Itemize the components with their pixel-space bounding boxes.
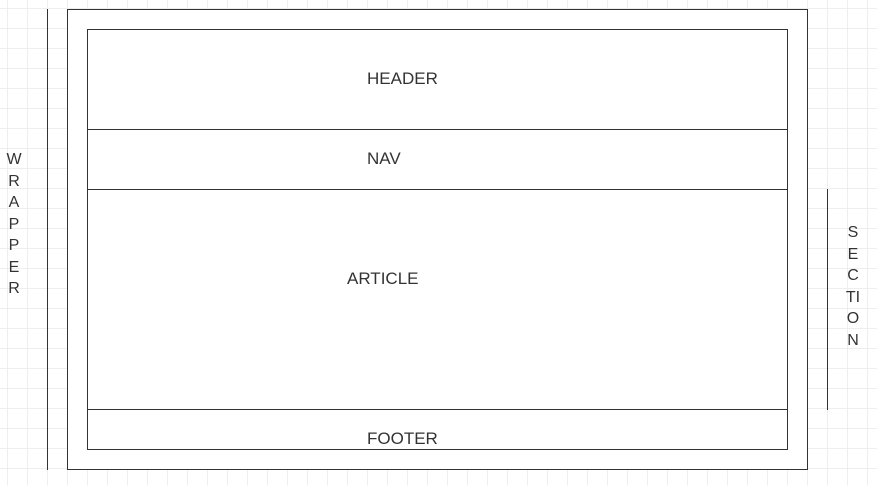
article-box: ARTICLE bbox=[87, 189, 788, 410]
wrapper-label: WRAPPER bbox=[6, 151, 22, 297]
section-bracket-line bbox=[827, 189, 828, 410]
footer-box: FOOTER bbox=[87, 409, 788, 450]
header-label: HEADER bbox=[367, 69, 438, 88]
nav-box: NAV bbox=[87, 129, 788, 190]
footer-label: FOOTER bbox=[367, 429, 438, 448]
section-label: SECTION bbox=[845, 224, 861, 349]
wrapper-bracket-line bbox=[47, 9, 48, 470]
nav-label: NAV bbox=[367, 149, 401, 168]
header-box: HEADER bbox=[87, 29, 788, 130]
article-label: ARTICLE bbox=[347, 269, 419, 288]
